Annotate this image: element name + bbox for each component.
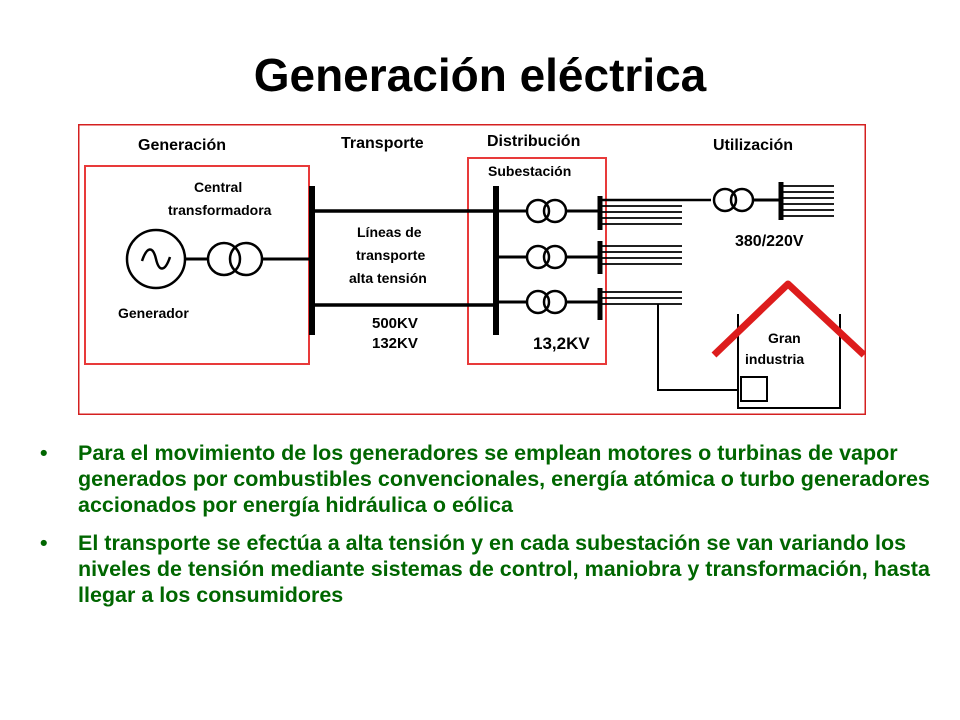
- label-transformadora: transformadora: [168, 202, 272, 218]
- bullet-marker: •: [40, 531, 48, 555]
- label-lines: Líneas de: [357, 224, 422, 240]
- label-generator: Generador: [118, 305, 189, 321]
- generator-icon: [125, 228, 187, 290]
- label-alta-tension: alta tensión: [349, 270, 427, 286]
- utilization-transformer-icon: [712, 187, 755, 213]
- industry-building-icon: [711, 280, 866, 409]
- bullet-item: • El transporte se efectúa a alta tensió…: [40, 530, 940, 608]
- label-industria: industria: [745, 351, 804, 367]
- distribution-feeders-out: [566, 209, 598, 304]
- generation-box: [84, 165, 310, 365]
- bullet-marker: •: [40, 441, 48, 465]
- generation-transformer-icon: [206, 241, 264, 277]
- section-utilization: Utilización: [713, 137, 793, 154]
- distribution-feeders: [496, 209, 526, 304]
- bullet-text: El transporte se efectúa a alta tensión …: [78, 531, 930, 607]
- label-380v: 380/220V: [735, 233, 804, 250]
- bullet-list: • Para el movimiento de los generadores …: [40, 440, 940, 620]
- power-system-diagram: Generación Transporte Distribución Utili…: [78, 124, 866, 415]
- section-transport: Transporte: [341, 135, 424, 152]
- bullet-text: Para el movimiento de los generadores se…: [78, 441, 930, 517]
- label-gran: Gran: [768, 330, 801, 346]
- bullet-item: • Para el movimiento de los generadores …: [40, 440, 940, 518]
- label-substation: Subestación: [488, 163, 571, 179]
- industry-feed-line: [657, 304, 738, 391]
- transport-lines: [312, 209, 496, 307]
- label-132kv: 132KV: [372, 335, 418, 352]
- label-500kv: 500KV: [372, 315, 418, 332]
- distribution-outgoing-lines: [600, 199, 682, 305]
- diagram-frame: [78, 124, 866, 415]
- page-title: Generación eléctrica: [253, 49, 707, 101]
- label-13kv: 13,2KV: [533, 334, 590, 353]
- distribution-box: [467, 157, 607, 365]
- section-distribution: Distribución: [487, 133, 580, 150]
- label-transporte: transporte: [356, 247, 425, 263]
- utilization-outgoing-lines: [781, 185, 834, 217]
- section-generation: Generación: [138, 137, 226, 154]
- label-central: Central: [194, 179, 242, 195]
- substation-transformer-icon: [525, 198, 568, 315]
